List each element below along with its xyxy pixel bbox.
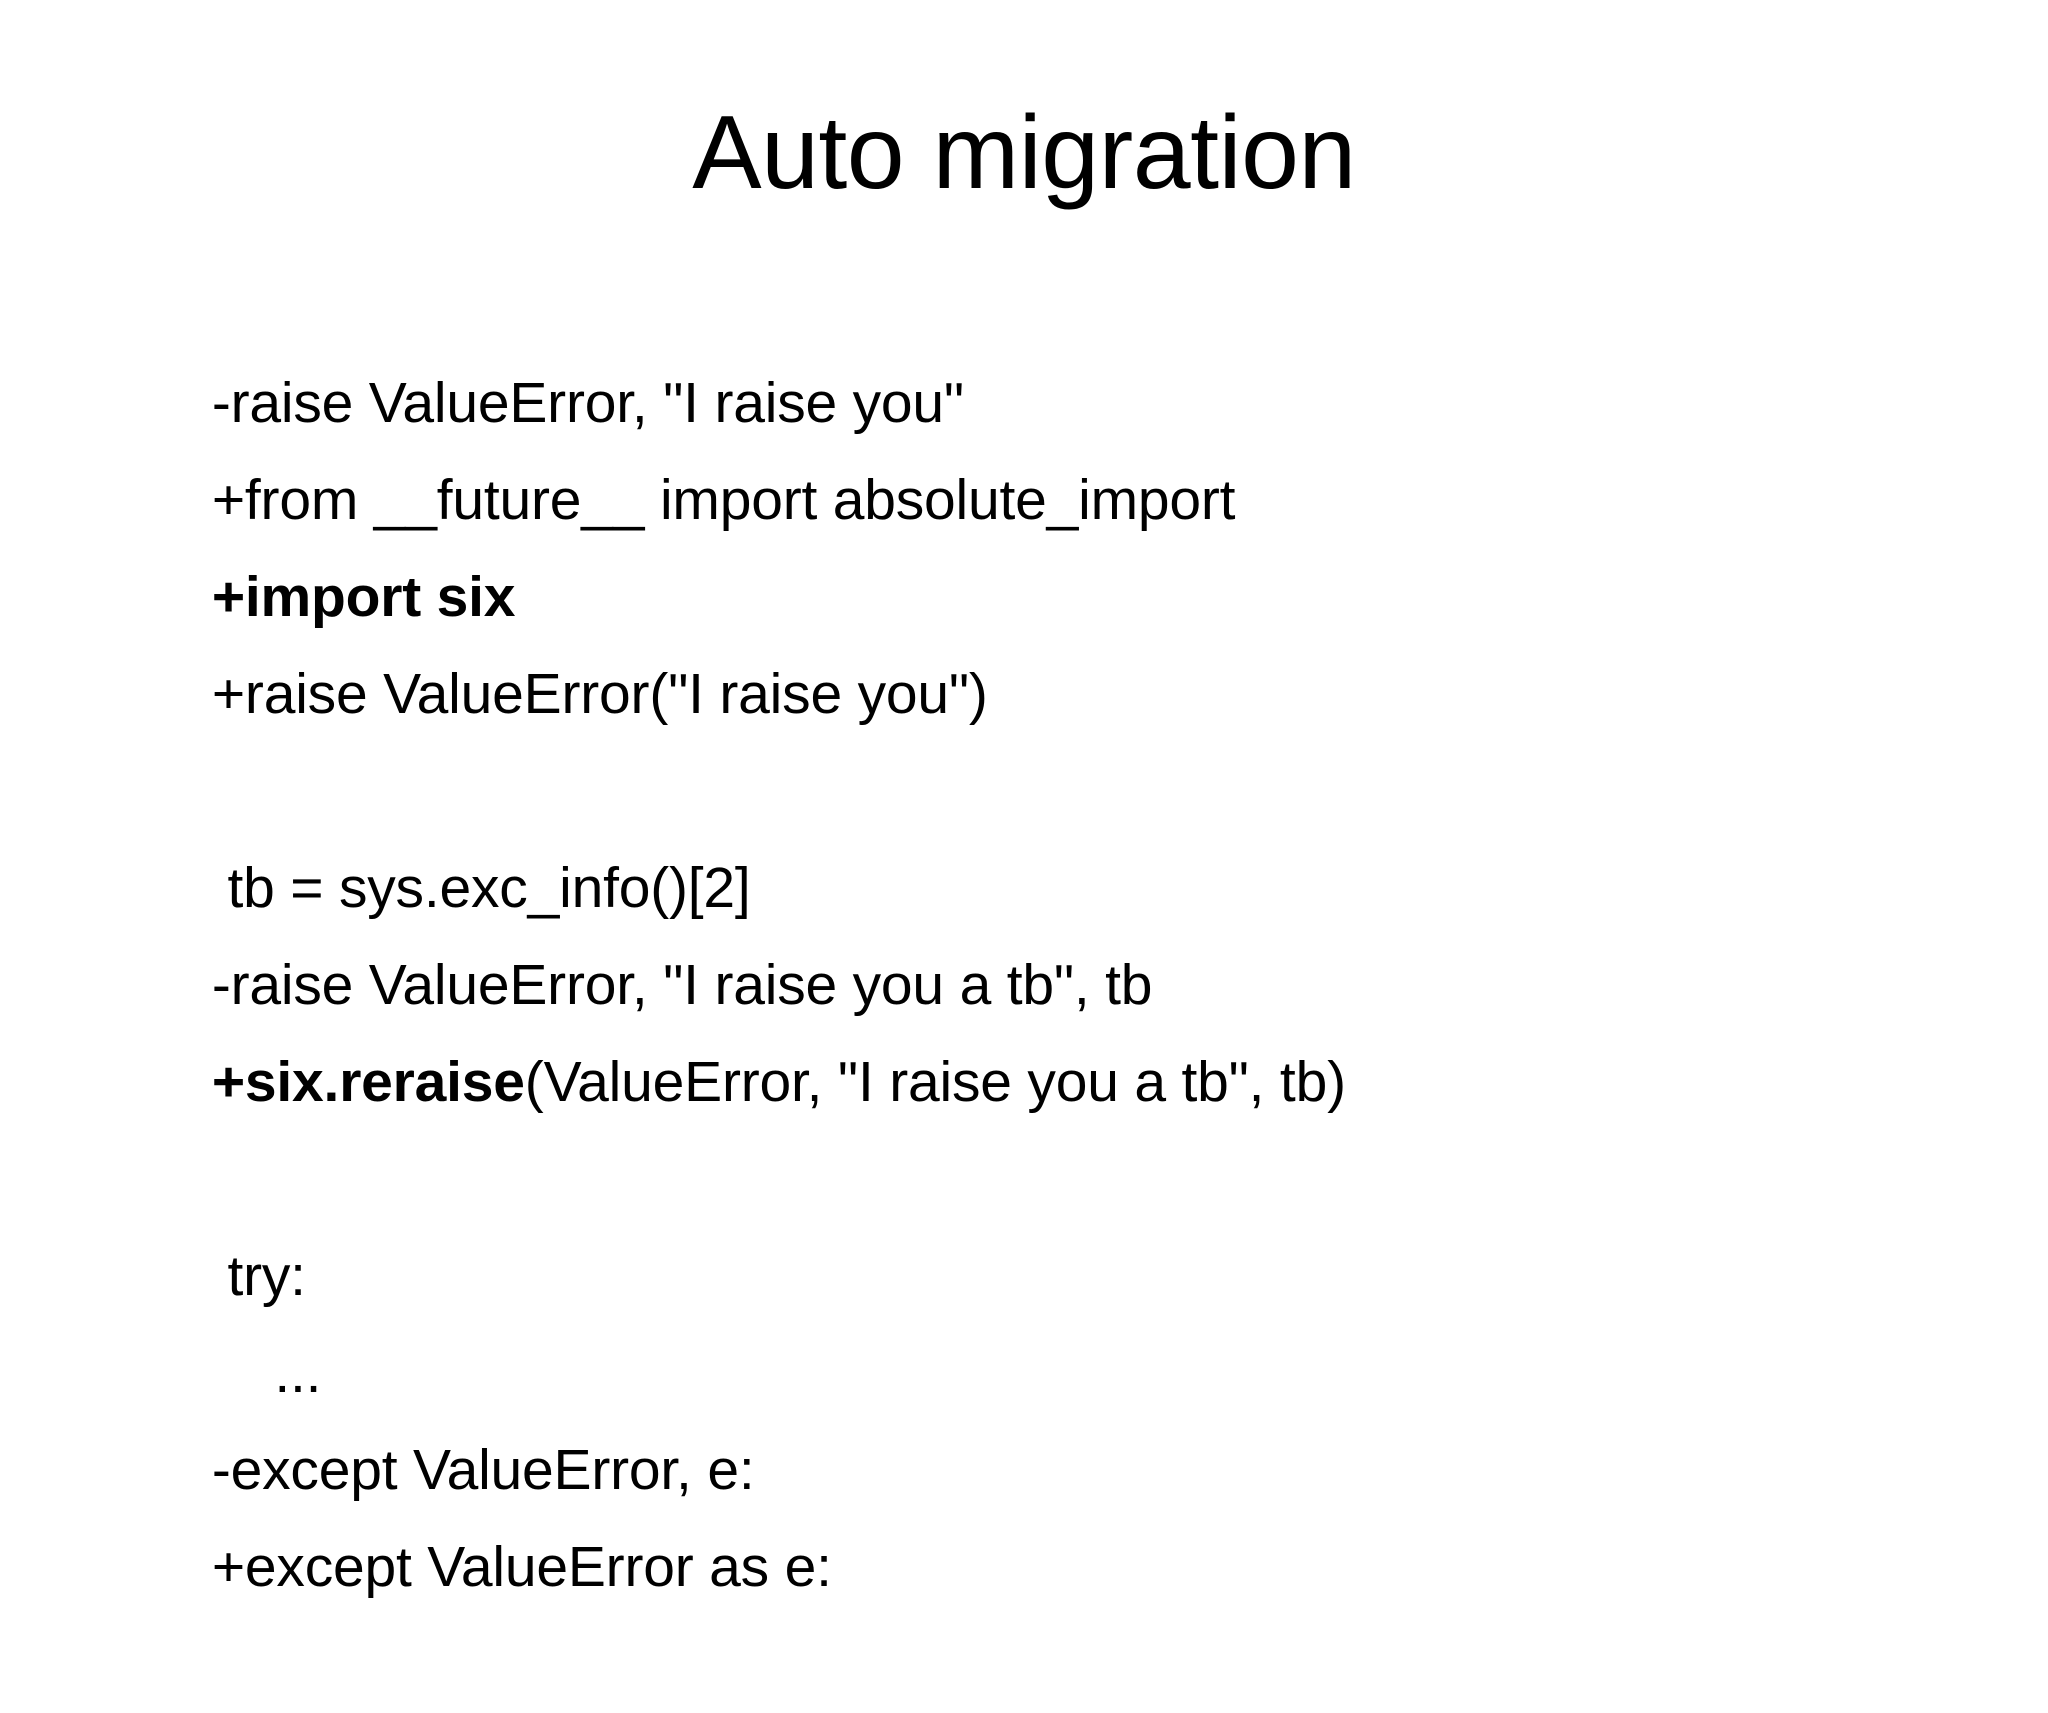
code-line-text: (ValueError, "I raise you a tb", tb) — [524, 1050, 1346, 1114]
code-line: +raise ValueError("I raise you") — [118, 549, 1988, 726]
code-line-text: try: — [211, 1244, 306, 1308]
code-line-text: -raise ValueError, "I raise you" — [211, 371, 964, 435]
code-line-text: +except ValueError as e: — [211, 1535, 832, 1599]
code-line: try: — [118, 1131, 1988, 1308]
code-line-text: +from __future__ import absolute_import — [211, 468, 1236, 532]
slide-title: Auto migration — [692, 95, 1356, 211]
code-line-text: ... — [211, 1341, 322, 1405]
code-line: +import six — [118, 452, 1988, 629]
code-line-bold-prefix: +six.reraise — [211, 1050, 525, 1114]
code-line: +six.reraise(ValueError, "I raise you a … — [118, 937, 1988, 1114]
code-line: -raise ValueError, "I raise you" — [118, 258, 1988, 435]
code-line-text: tb = sys.exc_info()[2] — [211, 856, 751, 920]
code-line: -raise ValueError, "I raise you a tb", t… — [118, 840, 1988, 1017]
code-diff-block: -raise ValueError, "I raise you" +from _… — [118, 258, 1988, 1599]
code-line: ... — [118, 1228, 1988, 1405]
presentation-slide: Auto migration -raise ValueError, "I rai… — [118, 95, 1988, 1599]
code-line-text: +import six — [211, 565, 516, 629]
code-line: tb = sys.exc_info()[2] — [118, 743, 1988, 920]
code-line-text: +raise ValueError("I raise you") — [211, 662, 988, 726]
code-line: +from __future__ import absolute_import — [118, 355, 1988, 532]
code-line: -except ValueError, e: — [118, 1325, 1988, 1502]
code-line-text: -raise ValueError, "I raise you a tb", t… — [211, 953, 1153, 1017]
code-line-text: -except ValueError, e: — [211, 1438, 755, 1502]
